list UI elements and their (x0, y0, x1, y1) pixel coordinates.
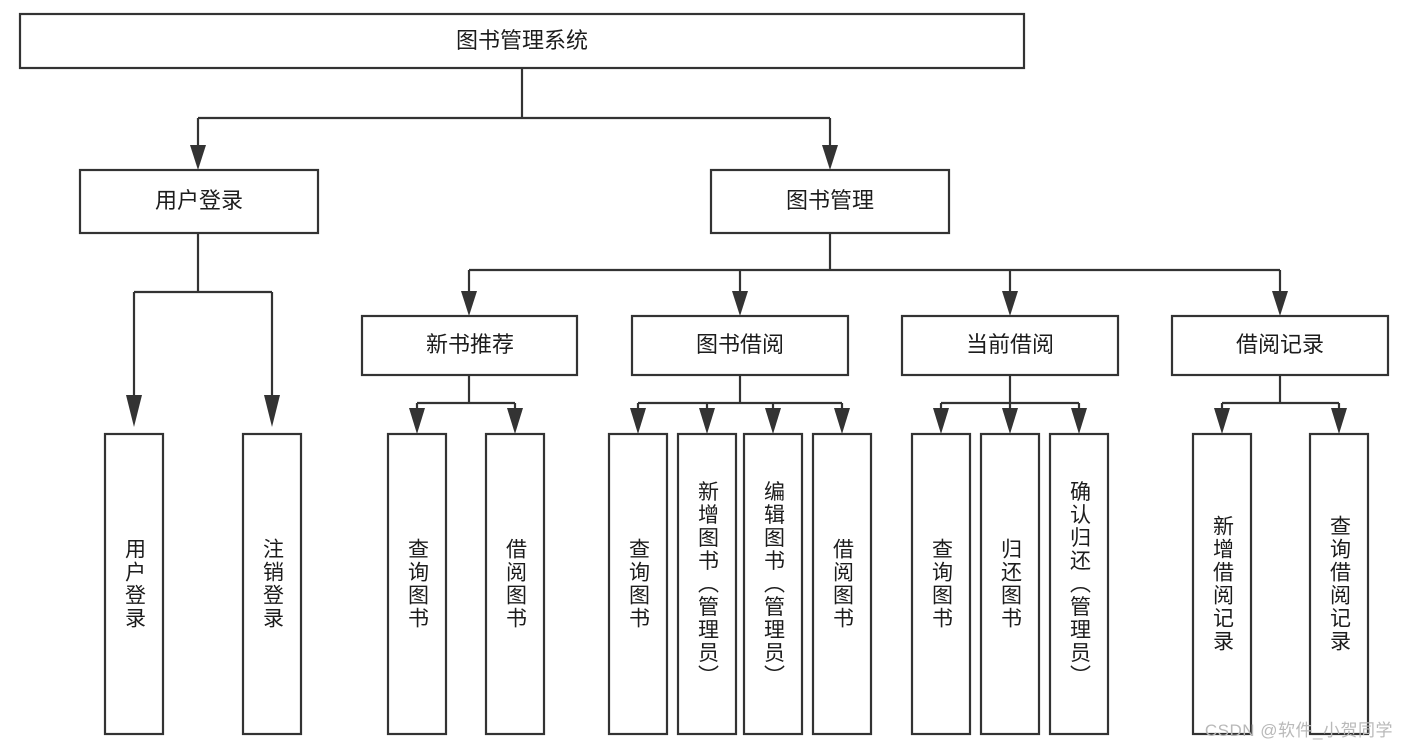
leaf-node-edit-book-admin-label: 编辑图书（管理员） (762, 481, 786, 688)
arrow-head-icon (630, 408, 646, 434)
node-borrow-record[interactable]: 借阅记录 (1170, 314, 1390, 377)
node-current-borrow-label: 当前借阅 (966, 332, 1054, 357)
arrow-head-icon (126, 395, 142, 427)
connector-group-borrow-record (1214, 375, 1347, 434)
arrow-head-icon (264, 395, 280, 427)
arrow-head-icon (1071, 408, 1087, 434)
node-book-management-box[interactable] (709, 168, 951, 235)
leaf-node-return-book-box[interactable] (979, 432, 1041, 736)
arrow-head-icon (461, 291, 477, 316)
leaf-node-logout[interactable]: 注销登录 (241, 432, 303, 736)
node-new-book-recommend-box[interactable] (360, 314, 579, 377)
leaf-node-add-book-admin-label: 新增图书（管理员） (696, 481, 720, 688)
leaf-node-query-book-borrow-label: 查询图书 (627, 538, 651, 630)
arrow-head-icon (1002, 291, 1018, 316)
arrow-head-icon (1002, 408, 1018, 434)
arrow-head-icon (1331, 408, 1347, 434)
leaf-node-borrow-book-new-label: 借阅图书 (504, 538, 528, 630)
node-user-login-label: 用户登录 (155, 188, 243, 213)
leaf-node-add-book-admin-box[interactable] (676, 432, 738, 736)
leaf-node-query-book-current-label: 查询图书 (930, 538, 954, 630)
leaf-node-add-book-admin[interactable]: 新增图书（管理员） (676, 432, 738, 736)
node-new-book-recommend[interactable]: 新书推荐 (360, 314, 579, 377)
leaf-node-query-book-borrow-box[interactable] (607, 432, 669, 736)
node-root-book-management-system[interactable]: 图书管理系统 (18, 12, 1026, 70)
node-new-book-recommend-label: 新书推荐 (426, 332, 514, 357)
leaf-node-edit-book-admin[interactable]: 编辑图书（管理员） (742, 432, 804, 736)
arrow-head-icon (1272, 291, 1288, 316)
leaf-node-query-borrow-record-label: 查询借阅记录 (1328, 515, 1352, 653)
node-borrow-record-box[interactable] (1170, 314, 1390, 377)
leaf-node-query-book-new-box[interactable] (386, 432, 448, 736)
leaf-node-query-book-new-label: 查询图书 (406, 538, 430, 630)
arrow-head-icon (933, 408, 949, 434)
leaf-node-query-book-new[interactable]: 查询图书 (386, 432, 448, 736)
connector-group-root (190, 68, 838, 170)
arrow-head-icon (507, 408, 523, 434)
leaf-node-borrow-book-new[interactable]: 借阅图书 (484, 432, 546, 736)
node-root-box[interactable] (18, 12, 1026, 70)
leaf-node-user-login[interactable]: 用户登录 (103, 432, 165, 736)
leaf-node-add-borrow-record[interactable]: 新增借阅记录 (1191, 432, 1253, 736)
leaf-node-borrow-book-label: 借阅图书 (831, 538, 855, 630)
leaf-node-user-login-label: 用户登录 (123, 538, 147, 630)
arrow-head-icon (732, 291, 748, 316)
node-user-login[interactable]: 用户登录 (78, 168, 320, 235)
leaf-node-return-book[interactable]: 归还图书 (979, 432, 1041, 736)
arrow-head-icon (409, 408, 425, 434)
connector-group-user-login (126, 233, 280, 427)
arrow-head-icon (699, 408, 715, 434)
leaf-node-edit-book-admin-box[interactable] (742, 432, 804, 736)
leaf-node-query-book-current-box[interactable] (910, 432, 972, 736)
node-root-label: 图书管理系统 (456, 28, 588, 53)
leaf-node-borrow-book[interactable]: 借阅图书 (811, 432, 873, 736)
leaf-node-borrow-book-new-box[interactable] (484, 432, 546, 736)
node-book-borrow-label: 图书借阅 (696, 332, 784, 357)
leaf-node-logout-label: 注销登录 (261, 538, 285, 630)
arrow-head-icon (765, 408, 781, 434)
node-book-management[interactable]: 图书管理 (709, 168, 951, 235)
arrow-head-icon (1214, 408, 1230, 434)
node-book-borrow[interactable]: 图书借阅 (630, 314, 850, 377)
leaf-node-logout-box[interactable] (241, 432, 303, 736)
leaf-node-query-book-current[interactable]: 查询图书 (910, 432, 972, 736)
leaf-node-query-borrow-record-box[interactable] (1308, 432, 1370, 736)
node-current-borrow[interactable]: 当前借阅 (900, 314, 1120, 377)
node-user-login-box[interactable] (78, 168, 320, 235)
node-book-management-label: 图书管理 (786, 188, 874, 213)
connector-group-new-book (409, 375, 523, 434)
node-book-borrow-box[interactable] (630, 314, 850, 377)
leaf-node-return-book-label: 归还图书 (999, 538, 1023, 630)
connector-group-book-borrow (630, 375, 850, 434)
node-borrow-record-label: 借阅记录 (1236, 332, 1324, 357)
leaf-node-confirm-return-admin-label: 确认归还（管理员） (1068, 481, 1092, 688)
leaf-node-confirm-return-admin-box[interactable] (1048, 432, 1110, 736)
arrow-head-icon (834, 408, 850, 434)
leaf-node-borrow-book-box[interactable] (811, 432, 873, 736)
node-current-borrow-box[interactable] (900, 314, 1120, 377)
leaf-node-query-borrow-record[interactable]: 查询借阅记录 (1308, 432, 1370, 736)
leaf-node-confirm-return-admin[interactable]: 确认归还（管理员） (1048, 432, 1110, 736)
arrow-head-icon (190, 145, 206, 170)
leaf-node-query-book-borrow[interactable]: 查询图书 (607, 432, 669, 736)
leaf-node-add-borrow-record-box[interactable] (1191, 432, 1253, 736)
arrow-head-icon (822, 145, 838, 170)
connector-group-current-borrow (933, 375, 1087, 434)
csdn-watermark: CSDN @软件_小贺同学 (1204, 721, 1393, 740)
leaf-node-add-borrow-record-label: 新增借阅记录 (1211, 515, 1235, 653)
leaf-node-user-login-box[interactable] (103, 432, 165, 736)
connector-group-book-manage (461, 233, 1288, 316)
